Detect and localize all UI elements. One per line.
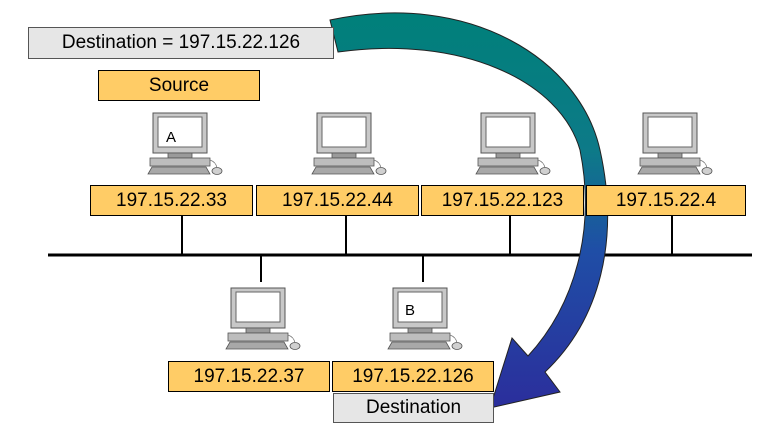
ip-box-host-3: 197.15.22.123 [421,185,584,216]
curved-arrow-icon [329,12,609,409]
destination-address-label: Destination = 197.15.22.126 [28,27,334,59]
host-b-letter: B [405,302,416,319]
ip-box-host-b: 197.15.22.126 [332,361,494,392]
computer-icon-host-3 [475,112,551,175]
source-label: Source [98,70,260,101]
ip-box-host-4: 197.15.22.4 [586,185,746,216]
ip-box-host-a: 197.15.22.33 [90,185,253,216]
computer-icon-host-4 [637,112,713,175]
destination-label: Destination [333,393,494,423]
ip-box-host-2: 197.15.22.44 [256,185,419,216]
host-a-letter: A [166,129,177,146]
ip-box-host-5: 197.15.22.37 [168,361,330,392]
computer-icon-host-a [147,112,223,175]
computer-icon-host-5 [225,287,301,350]
computer-icon-host-b [387,287,463,350]
computer-icon-host-2 [311,112,387,175]
